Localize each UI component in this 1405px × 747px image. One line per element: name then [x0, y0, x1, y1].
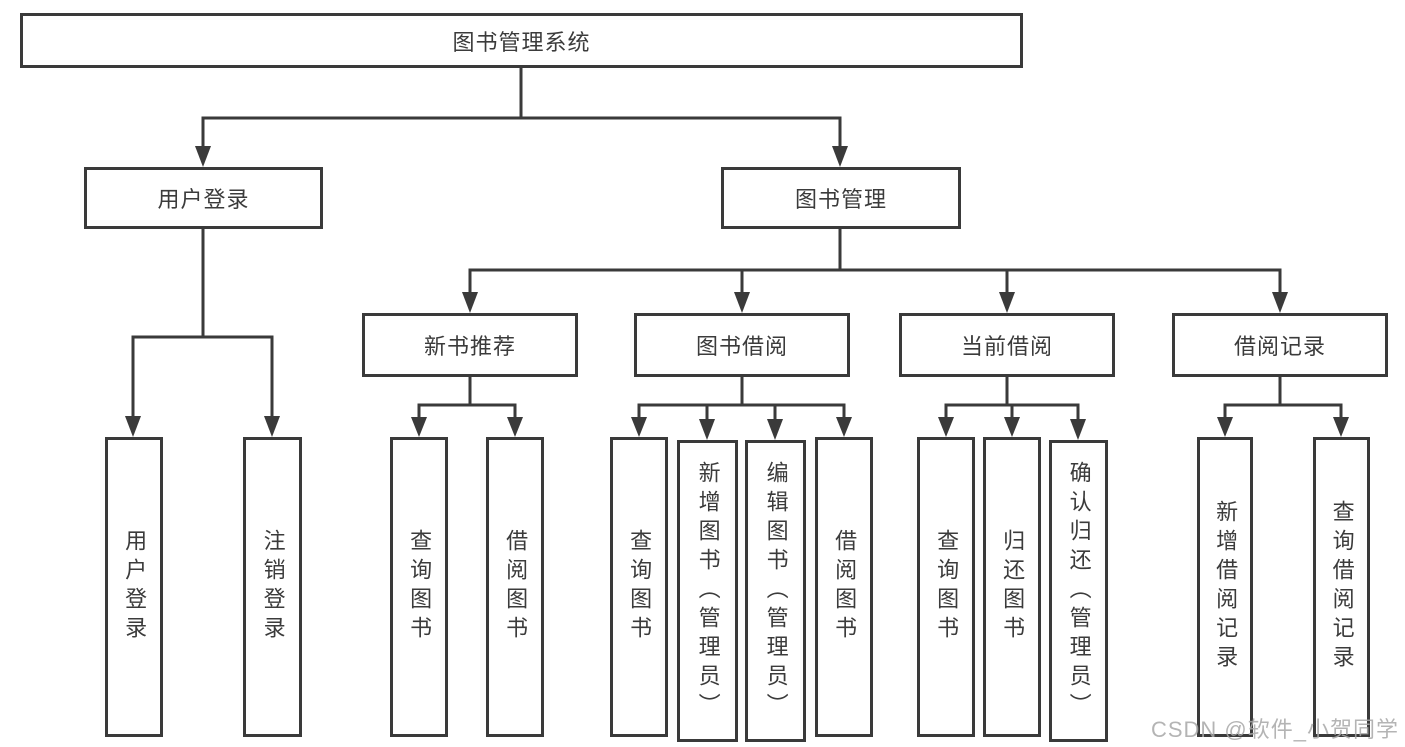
arrowhead-icon: [1004, 417, 1020, 437]
leaf-label: 归还图书: [1000, 529, 1026, 645]
node-current-borrow: 当前借阅: [899, 313, 1115, 377]
watermark: CSDN @软件_小贺同学: [1150, 717, 1399, 742]
node-label: 图书借阅: [695, 334, 788, 359]
arrowhead-icon: [462, 292, 478, 313]
connector-book-borrow: [631, 377, 852, 440]
connector-borrow-records: [1217, 377, 1349, 437]
arrowhead-icon: [836, 417, 852, 437]
node-borrow-records: 借阅记录: [1172, 313, 1388, 377]
node-label: 借阅记录: [1233, 334, 1326, 359]
node-label: 图书管理: [794, 187, 887, 212]
arrowhead-icon: [734, 292, 750, 313]
arrowhead-icon: [1333, 417, 1349, 437]
leaf-return-books: 归还图书: [983, 437, 1041, 737]
node-label: 用户登录: [157, 187, 250, 212]
leaf-query-books: 查询图书: [390, 437, 448, 737]
connector-user-login: [125, 229, 280, 437]
node-label: 当前借阅: [960, 334, 1053, 359]
leaf-label: 编辑图书（管理员）: [763, 460, 789, 722]
arrowhead-icon: [1217, 417, 1233, 437]
leaf-label: 查询图书: [934, 529, 960, 645]
node-label: 新书推荐: [423, 334, 516, 359]
arrowhead-icon: [1070, 419, 1086, 440]
arrowhead-icon: [938, 417, 954, 437]
leaf-label: 新增图书（管理员）: [695, 460, 721, 722]
leaf-label: 确认归还（管理员）: [1066, 460, 1092, 722]
arrowhead-icon: [832, 146, 848, 167]
arrowhead-icon: [411, 417, 427, 437]
arrowhead-icon: [264, 416, 280, 437]
node-book-borrow: 图书借阅: [634, 313, 850, 377]
leaf-label: 查询图书: [627, 529, 653, 645]
arrowhead-icon: [125, 416, 141, 437]
node-user-login: 用户登录: [84, 167, 323, 229]
node-book-management: 图书管理: [721, 167, 961, 229]
leaf-label: 查询借阅记录: [1329, 500, 1355, 674]
node-root-label: 图书管理系统: [452, 29, 591, 55]
leaf-label: 查询图书: [407, 529, 433, 645]
leaf-edit-books-admin: 编辑图书（管理员）: [745, 440, 806, 742]
node-root: 图书管理系统: [20, 13, 1023, 68]
connector-new-book-recommend: [411, 377, 523, 437]
connector-book-management: [462, 229, 1288, 313]
arrowhead-icon: [507, 417, 523, 437]
arrowhead-icon: [631, 417, 647, 437]
node-new-book-recommend: 新书推荐: [362, 313, 578, 377]
leaf-confirm-return-admin: 确认归还（管理员）: [1049, 440, 1108, 742]
leaf-label: 用户登录: [122, 529, 148, 645]
leaf-label: 新增借阅记录: [1213, 500, 1239, 674]
leaf-label: 注销登录: [260, 529, 286, 645]
leaf-borrow-books: 借阅图书: [815, 437, 873, 737]
leaf-query-books: 查询图书: [610, 437, 668, 737]
leaf-query-borrow-record: 查询借阅记录: [1313, 437, 1370, 737]
connector-current-borrow: [938, 377, 1086, 440]
leaf-label: 借阅图书: [503, 529, 529, 645]
leaf-logout: 注销登录: [243, 437, 302, 737]
leaf-add-books-admin: 新增图书（管理员）: [677, 440, 738, 742]
arrowhead-icon: [999, 292, 1015, 313]
leaf-borrow-books: 借阅图书: [486, 437, 544, 737]
arrowhead-icon: [767, 419, 783, 440]
connector-root: [195, 68, 848, 167]
leaf-query-books: 查询图书: [917, 437, 975, 737]
arrowhead-icon: [195, 146, 211, 167]
arrowhead-icon: [1272, 292, 1288, 313]
leaf-label: 借阅图书: [832, 529, 858, 645]
leaf-add-borrow-record: 新增借阅记录: [1197, 437, 1253, 737]
arrowhead-icon: [699, 419, 715, 440]
leaf-user-login: 用户登录: [105, 437, 163, 737]
